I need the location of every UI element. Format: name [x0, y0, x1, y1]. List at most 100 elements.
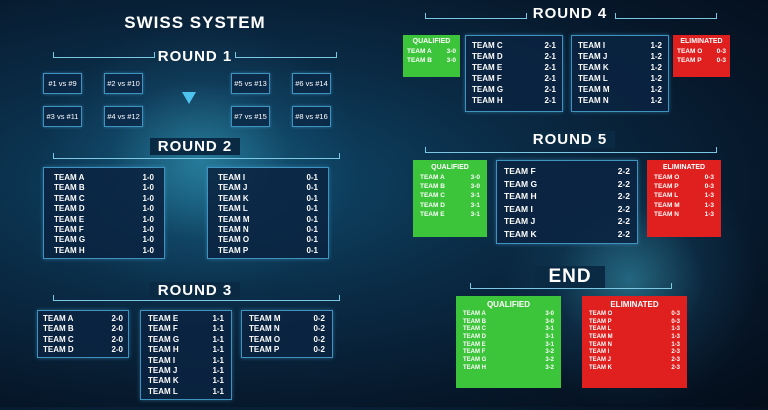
- team-name: TEAM H: [148, 345, 179, 355]
- team-record: 1-0: [142, 235, 154, 245]
- round4-title: ROUND 4: [532, 5, 608, 22]
- team-name: TEAM D: [43, 345, 74, 355]
- team-record: 1-2: [650, 85, 662, 94]
- team-name: TEAM L: [148, 386, 178, 396]
- team-name: TEAM C: [420, 192, 445, 200]
- team-record: 1-3: [671, 341, 680, 348]
- team-name: TEAM B: [43, 324, 74, 334]
- team-name: TEAM F: [148, 324, 178, 334]
- team-name: TEAM K: [218, 193, 249, 203]
- team-name: TEAM K: [589, 364, 612, 371]
- team-name: TEAM M: [578, 85, 610, 94]
- team-name: TEAM J: [578, 52, 608, 61]
- team-name: TEAM G: [148, 334, 180, 344]
- team-record: 2-0: [111, 334, 123, 344]
- team-name: TEAM N: [218, 224, 249, 234]
- qualified-label: QUALIFIED: [412, 38, 451, 45]
- team-name: TEAM P: [218, 245, 249, 255]
- round1-match: #4 vs #12: [104, 106, 143, 127]
- team-record: 0-2: [313, 324, 325, 334]
- team-name: TEAM E: [463, 341, 486, 348]
- team-name: TEAM G: [463, 357, 487, 364]
- team-record: 2-1: [544, 41, 556, 50]
- team-record: 0-3: [671, 318, 680, 325]
- qualified-label: QUALIFIED: [486, 300, 531, 309]
- team-name: TEAM A: [407, 48, 432, 55]
- team-record: 3-2: [545, 349, 554, 356]
- team-record: 1-1: [212, 386, 224, 396]
- team-record: 2-2: [617, 178, 630, 189]
- team-record: 1-1: [212, 355, 224, 365]
- team-name: TEAM F: [54, 224, 84, 234]
- team-name: TEAM D: [463, 334, 486, 341]
- team-name: TEAM F: [472, 74, 502, 83]
- team-record: 1-3: [704, 201, 714, 209]
- team-record: 1-0: [142, 173, 154, 182]
- team-name: TEAM H: [463, 364, 486, 371]
- team-name: TEAM D: [54, 204, 85, 214]
- team-name: TEAM N: [578, 96, 609, 105]
- team-record: 2-1: [544, 96, 556, 105]
- team-name: TEAM K: [148, 376, 179, 386]
- team-record: 1-1: [212, 345, 224, 355]
- team-name: TEAM C: [472, 41, 503, 50]
- team-name: TEAM O: [589, 311, 613, 317]
- team-row: TEAM N 1-3: [589, 342, 680, 350]
- team-name: TEAM N: [589, 341, 612, 348]
- round2-connector: [53, 153, 340, 159]
- team-name: TEAM I: [218, 173, 246, 182]
- team-name: TEAM P: [249, 345, 280, 355]
- team-name: TEAM C: [43, 334, 74, 344]
- team-record: 0-1: [306, 235, 318, 245]
- chevron-down-icon: [182, 92, 196, 104]
- team-record: 1-2: [650, 96, 662, 105]
- team-name: TEAM I: [504, 203, 533, 214]
- team-name: TEAM L: [654, 192, 679, 200]
- team-record: 1-3: [704, 192, 714, 200]
- team-record: 3-0: [446, 48, 456, 55]
- team-name: TEAM A: [43, 314, 74, 323]
- team-record: 0-1: [306, 204, 318, 214]
- team-record: 3-1: [470, 192, 480, 200]
- team-record: 3-0: [446, 57, 456, 65]
- team-record: 0-1: [306, 224, 318, 234]
- team-name: TEAM A: [463, 311, 486, 317]
- team-row: TEAM C 3-1: [420, 191, 480, 200]
- round1-match: #5 vs #13: [231, 73, 270, 94]
